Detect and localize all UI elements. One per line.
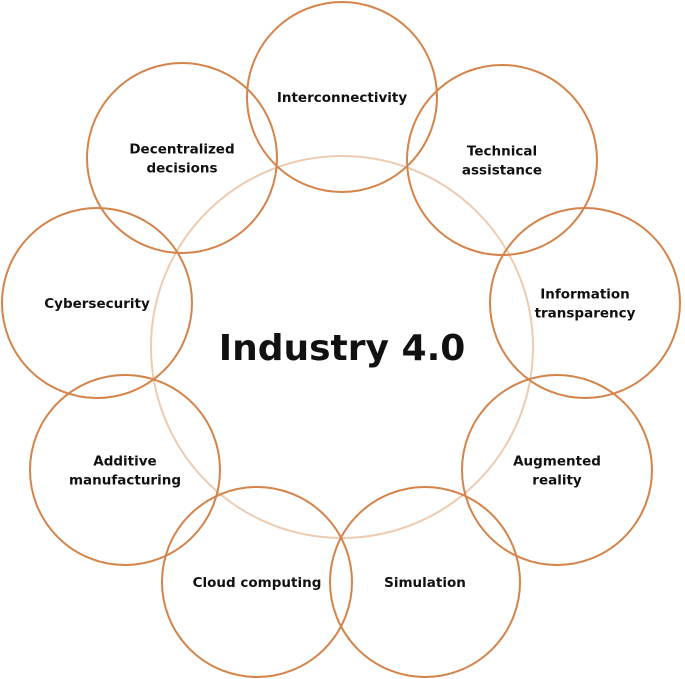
node-circle: [29, 374, 221, 566]
node-cloud-computing: Cloud computing: [161, 486, 353, 678]
node-decentralized-decisions: Decentralized decisions: [86, 62, 278, 254]
node-technical-assistance: Technical assistance: [406, 64, 598, 256]
node-label: Cloud computing: [193, 575, 322, 591]
node-cybersecurity: Cybersecurity: [1, 207, 193, 399]
node-simulation: Simulation: [329, 486, 521, 678]
node-circle: [1, 207, 193, 399]
node-label: Cybersecurity: [44, 296, 150, 312]
node-circle: [246, 1, 438, 193]
node-additive-manufacturing: Additive manufacturing: [29, 374, 221, 566]
node-circle: [461, 374, 653, 566]
node-label: assistance: [462, 163, 542, 179]
node-circle: [161, 486, 353, 678]
node-information-transparency: Information transparency: [489, 207, 681, 399]
node-label: Decentralized: [129, 142, 234, 158]
node-circle: [406, 64, 598, 256]
node-label: Simulation: [384, 575, 466, 591]
node-label: transparency: [535, 306, 636, 322]
node-circle: [489, 207, 681, 399]
center-label: Industry 4.0: [219, 328, 466, 369]
node-circle: [329, 486, 521, 678]
node-interconnectivity: Interconnectivity: [246, 1, 438, 193]
node-label: decisions: [146, 161, 217, 177]
node-augmented-reality: Augmented reality: [461, 374, 653, 566]
node-label: Additive: [93, 454, 156, 470]
node-label: Information: [540, 287, 630, 303]
node-label: Augmented: [513, 454, 601, 470]
node-label: manufacturing: [69, 473, 181, 489]
node-circle: [86, 62, 278, 254]
node-label: reality: [532, 473, 582, 489]
node-label: Technical: [467, 144, 537, 160]
node-label: Interconnectivity: [277, 90, 408, 106]
